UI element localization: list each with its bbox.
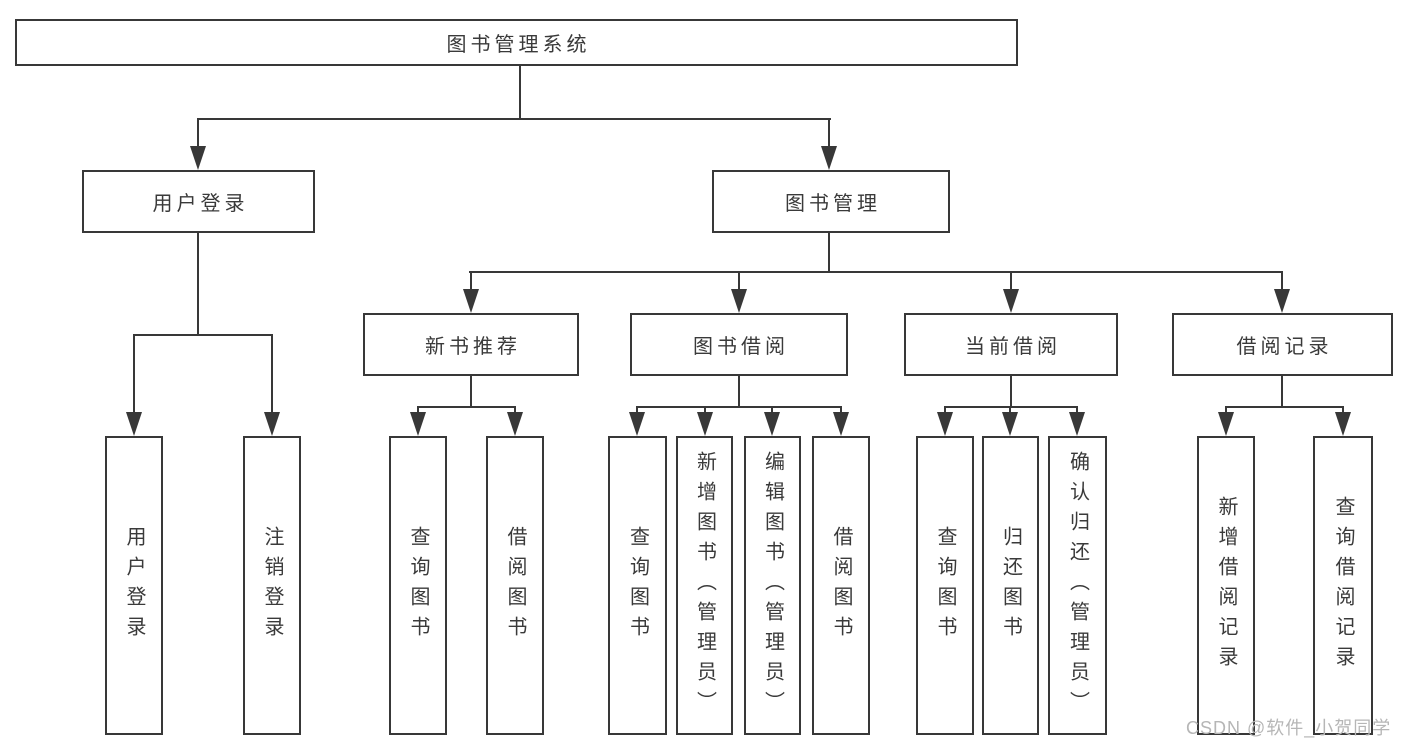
node-book-borrow: 图书借阅	[630, 313, 848, 376]
connector-drop-return-books	[1009, 406, 1011, 414]
connector-drop-add-books	[704, 406, 706, 414]
arrowhead-borrow-records	[1274, 289, 1290, 313]
connector-drop-book-mgmt	[828, 118, 830, 148]
node-library-management-system: 图书管理系统	[15, 19, 1018, 66]
leaf-query-books-1-label: 查询图书	[407, 525, 429, 646]
connector-drop-leaf-user-login	[133, 334, 135, 414]
leaf-user-login: 用户登录	[105, 436, 163, 735]
arrowhead-borrow-books-2	[833, 412, 849, 436]
leaf-query-borrow-record: 查询借阅记录	[1313, 436, 1373, 735]
leaf-query-books-2-label: 查询图书	[626, 525, 649, 646]
connector-borrow-records-stem	[1281, 376, 1283, 407]
connector-level3-bar	[469, 271, 1282, 273]
leaf-confirm-return-admin: 确认归还（管理员）	[1048, 436, 1107, 735]
arrowhead-add-borrow-record	[1218, 412, 1234, 436]
leaf-query-books-1: 查询图书	[389, 436, 447, 735]
leaf-borrow-books-1: 借阅图书	[486, 436, 544, 735]
connector-drop-borrow-books-1	[514, 406, 516, 414]
node-library-management-system-label: 图书管理系统	[446, 34, 591, 56]
node-book-borrow-label: 图书借阅	[693, 336, 789, 358]
arrowhead-query-books-2	[629, 412, 645, 436]
leaf-add-books-admin-label: 新增图书（管理员）	[693, 450, 716, 721]
connector-user-login-bar	[133, 334, 273, 336]
arrowhead-confirm-return	[1069, 412, 1085, 436]
connector-drop-query-books-3	[944, 406, 946, 414]
arrowhead-query-books-1	[410, 412, 426, 436]
arrowhead-add-books	[697, 412, 713, 436]
connector-drop-confirm-return	[1076, 406, 1078, 414]
connector-drop-borrow-records	[1281, 271, 1283, 291]
leaf-query-books-2: 查询图书	[608, 436, 667, 735]
arrowhead-borrow-books-1	[507, 412, 523, 436]
connector-drop-user-login	[197, 118, 199, 148]
connector-drop-query-borrow-record	[1342, 406, 1344, 414]
arrowhead-book-mgmt	[821, 146, 837, 170]
connector-book-borrow-bar	[636, 406, 842, 408]
leaf-edit-books-admin-label: 编辑图书（管理员）	[761, 450, 784, 721]
connector-borrow-records-bar	[1225, 406, 1344, 408]
arrowhead-book-borrow	[731, 289, 747, 313]
node-borrow-records: 借阅记录	[1172, 313, 1393, 376]
leaf-return-books-label: 归还图书	[999, 525, 1022, 646]
connector-current-borrow-stem	[1010, 376, 1012, 407]
leaf-borrow-books-2: 借阅图书	[812, 436, 870, 735]
node-book-management-label: 图书管理	[785, 193, 881, 215]
node-current-borrow: 当前借阅	[904, 313, 1118, 376]
leaf-logout: 注销登录	[243, 436, 301, 735]
leaf-user-login-label: 用户登录	[123, 525, 145, 646]
connector-book-borrow-stem	[738, 376, 740, 407]
arrowhead-leaf-logout	[264, 412, 280, 436]
connector-drop-add-borrow-record	[1225, 406, 1227, 414]
connector-drop-edit-books	[771, 406, 773, 414]
node-new-book-recommend: 新书推荐	[363, 313, 579, 376]
connector-current-borrow-bar	[944, 406, 1078, 408]
leaf-confirm-return-admin-label: 确认归还（管理员）	[1066, 450, 1089, 721]
connector-new-book-rec-stem	[470, 376, 472, 407]
arrowhead-return-books	[1002, 412, 1018, 436]
connector-drop-current-borrow	[1010, 271, 1012, 291]
arrowhead-query-books-3	[937, 412, 953, 436]
arrowhead-current-borrow	[1003, 289, 1019, 313]
leaf-add-books-admin: 新增图书（管理员）	[676, 436, 733, 735]
connector-book-mgmt-stem	[828, 233, 830, 272]
node-book-management: 图书管理	[712, 170, 950, 233]
connector-drop-borrow-books-2	[840, 406, 842, 414]
node-user-login-label: 用户登录	[152, 193, 249, 215]
leaf-query-borrow-record-label: 查询借阅记录	[1332, 495, 1354, 676]
connector-drop-book-borrow	[738, 271, 740, 291]
connector-new-book-rec-bar	[417, 406, 516, 408]
connector-root-stem	[519, 64, 521, 119]
leaf-logout-label: 注销登录	[261, 525, 283, 646]
leaf-borrow-books-1-label: 借阅图书	[504, 525, 526, 646]
node-new-book-recommend-label: 新书推荐	[425, 336, 521, 358]
arrowhead-new-book-rec	[463, 289, 479, 313]
connector-drop-leaf-logout	[271, 334, 273, 414]
csdn-watermark: CSDN @软件_小贺同学	[1186, 718, 1392, 738]
node-borrow-records-label: 借阅记录	[1236, 336, 1333, 358]
leaf-add-borrow-record: 新增借阅记录	[1197, 436, 1255, 735]
arrowhead-leaf-user-login	[126, 412, 142, 436]
node-user-login: 用户登录	[82, 170, 315, 233]
arrowhead-user-login	[190, 146, 206, 170]
connector-drop-query-books-1	[417, 406, 419, 414]
arrowhead-query-borrow-record	[1335, 412, 1351, 436]
connector-user-login-stem	[197, 233, 199, 335]
arrowhead-edit-books	[764, 412, 780, 436]
leaf-add-borrow-record-label: 新增借阅记录	[1215, 495, 1237, 676]
connector-drop-query-books-2	[636, 406, 638, 414]
connector-drop-new-book-rec	[470, 271, 472, 291]
leaf-return-books: 归还图书	[982, 436, 1039, 735]
leaf-edit-books-admin: 编辑图书（管理员）	[744, 436, 801, 735]
node-current-borrow-label: 当前借阅	[965, 336, 1061, 358]
leaf-borrow-books-2-label: 借阅图书	[830, 525, 852, 646]
leaf-query-books-3-label: 查询图书	[934, 525, 956, 646]
connector-level2-bar	[197, 118, 831, 120]
leaf-query-books-3: 查询图书	[916, 436, 974, 735]
